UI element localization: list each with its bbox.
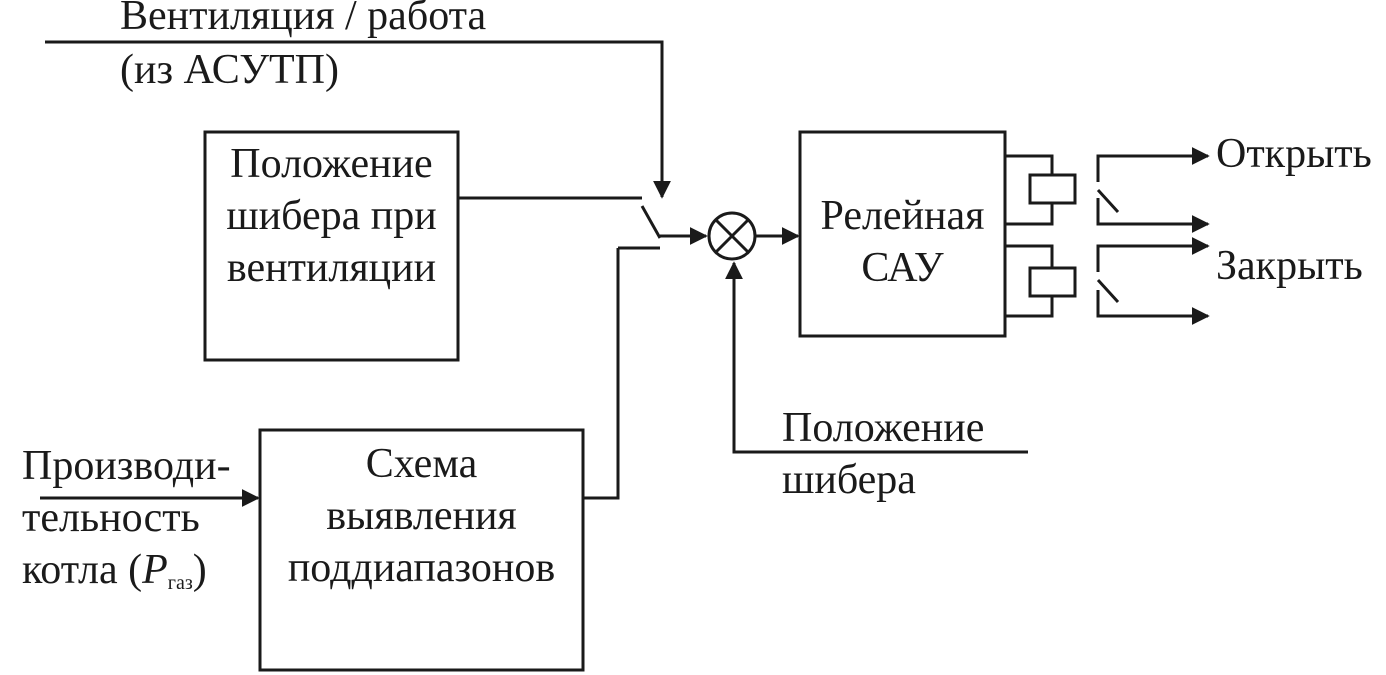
damper-vent-block (203, 130, 460, 362)
vent-label-line1: Вентиляция / работа (120, 0, 487, 39)
open-contact-bottom (1096, 198, 1210, 233)
relay-block-line2: САУ (861, 245, 944, 291)
subrange-block-line3: поддиапазонов (287, 545, 556, 591)
performance-label-suffix: ) (192, 547, 207, 593)
feedback-label-line2: шибера (782, 457, 916, 503)
vent-command-line (45, 40, 671, 199)
subrange-block-line1: Схема (365, 441, 478, 487)
relay-coil-open (1028, 173, 1077, 205)
feedback-line (725, 261, 1028, 454)
open-contact-top (1096, 147, 1210, 182)
close-contact-bottom (1096, 290, 1210, 325)
switch-blade (640, 205, 662, 239)
performance-label-prefix: котла ( (22, 547, 143, 593)
output-close-label: Закрыть (1216, 243, 1363, 289)
performance-subscript: газ (167, 572, 193, 594)
relay-coil-close (1028, 266, 1077, 298)
close-contact-blade (1096, 278, 1120, 304)
open-contact-blade (1096, 188, 1120, 214)
close-contact-top (1096, 237, 1210, 272)
vent-label-line2: (из АСУТП) (120, 47, 339, 93)
damper-vent-block-line2: шибера при (226, 193, 437, 239)
relay-block-line1: Релейная (820, 193, 985, 239)
subrange-output-line (583, 248, 620, 500)
performance-label-line2: тельность (22, 495, 200, 541)
performance-symbol: P (142, 547, 168, 593)
performance-label-line1: Производи- (22, 443, 231, 489)
damper-vent-block-line1: Положение (230, 141, 433, 187)
relay-sau-block (798, 130, 1007, 338)
performance-label-line3: котла (Pгаз) (22, 544, 207, 609)
subrange-block-line2: выявления (326, 493, 517, 539)
feedback-label-line1: Положение (782, 405, 985, 451)
output-open-label: Открыть (1216, 131, 1372, 177)
subrange-block (258, 428, 585, 672)
damper-vent-block-line3: вентиляции (226, 245, 437, 291)
